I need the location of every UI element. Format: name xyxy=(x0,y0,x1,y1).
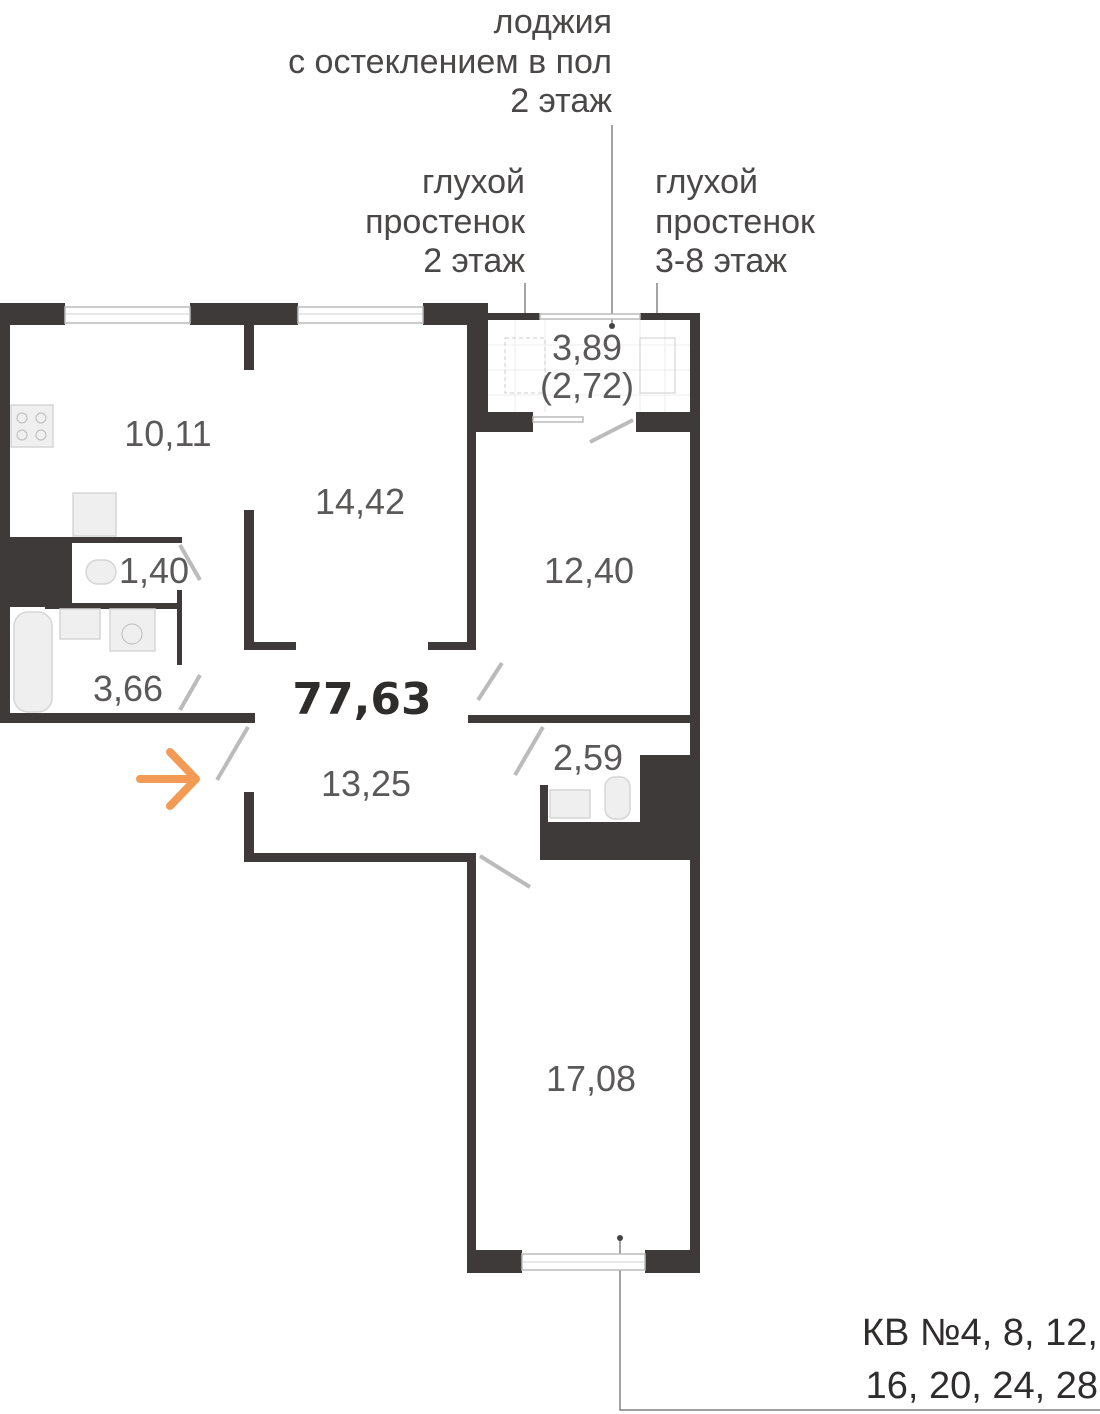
annotation-line: лоджия xyxy=(494,3,612,41)
annotation-line: 3-8 этаж xyxy=(655,242,787,280)
room-area-kitchen: 10,11 xyxy=(124,413,211,454)
entrance-arrow-icon xyxy=(136,748,200,810)
annotation-line: 2 этаж xyxy=(423,242,525,280)
room-area-living-room: 14,42 xyxy=(315,481,405,522)
blind-wall-right-annotation: глухой простенок 3-8 этаж xyxy=(655,163,816,280)
sink-icon xyxy=(72,492,117,537)
room-area-hallway: 13,25 xyxy=(321,763,411,804)
stove-icon xyxy=(10,404,54,448)
bathtub-icon xyxy=(13,611,53,713)
walls xyxy=(0,303,700,1273)
annotation-line: глухой xyxy=(422,163,525,201)
room-area-toilet: 1,40 xyxy=(119,550,189,591)
apartment-numbers: КВ №4, 8, 12, 16, 20, 24, 28 xyxy=(862,1312,1098,1407)
blind-wall-left-annotation: глухой простенок 2 этаж xyxy=(365,163,526,280)
washing-machine-icon xyxy=(109,608,156,652)
windows xyxy=(64,306,646,1271)
room-area-bathroom-2: 2,59 xyxy=(553,737,623,778)
annotation-line: простенок xyxy=(365,203,526,241)
washbasin-icon xyxy=(59,608,101,640)
room-area-bathroom: 3,66 xyxy=(93,668,163,709)
total-area: 77,63 xyxy=(292,674,431,725)
loggia-floor xyxy=(488,320,690,412)
room-area-bedroom-2: 17,08 xyxy=(546,1058,636,1099)
washbasin-icon xyxy=(549,789,591,819)
room-area-loggia: 3,89 xyxy=(552,327,622,368)
annotation-line: глухой xyxy=(655,163,758,201)
annotation-line: простенок xyxy=(655,203,816,241)
toilet-icon xyxy=(85,559,117,585)
annotation-line: с остеклением в пол xyxy=(288,43,612,81)
fixtures xyxy=(10,404,631,820)
toilet-icon xyxy=(604,776,631,820)
room-area-loggia-reduced: (2,72) xyxy=(540,365,634,406)
apartment-numbers-line: 16, 20, 24, 28 xyxy=(866,1365,1098,1407)
room-area-bedroom-1: 12,40 xyxy=(544,550,634,591)
loggia-annotation: лоджия с остеклением в пол 2 этаж xyxy=(288,3,612,120)
apartment-numbers-line: КВ №4, 8, 12, xyxy=(862,1312,1098,1354)
annotation-line: 2 этаж xyxy=(510,82,612,120)
room-labels: 10,11 14,42 1,40 3,66 3,89 (2,72) 12,40 … xyxy=(93,327,636,1099)
doors xyxy=(178,418,634,889)
